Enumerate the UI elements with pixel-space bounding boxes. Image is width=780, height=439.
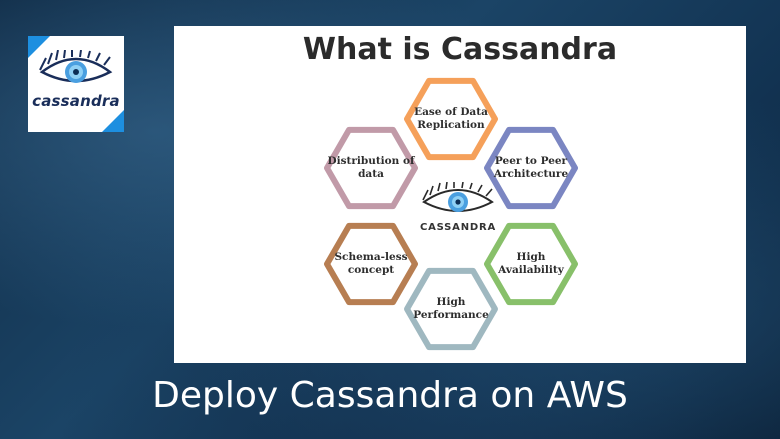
feature-label: Schema-less concept [334, 251, 408, 276]
feature-hexagon [404, 267, 498, 351]
feature-label: High Performance [413, 296, 489, 321]
feature-label: Ease of Data Replication [414, 106, 488, 131]
info-panel: What is Cassandra Ease of Data Replicati… [174, 26, 746, 363]
cassandra-eye-icon [39, 50, 113, 83]
logo-text: cassandra [32, 92, 120, 110]
cassandra-eye-icon [422, 182, 494, 212]
logo-corner-accent [102, 110, 124, 132]
feature-hexagon-diagram [324, 77, 578, 351]
feature-hexagon [404, 77, 498, 161]
feature-hexagon [324, 222, 418, 306]
cassandra-logo: cassandra [28, 36, 124, 132]
center-brand-label: CASSANDRA [419, 222, 497, 233]
logo-corner-accent [28, 36, 50, 58]
feature-label: Peer to Peer Architecture [493, 155, 569, 180]
feature-label: Distribution of data [327, 155, 415, 180]
panel-title: What is Cassandra [302, 32, 618, 67]
feature-hexagon [324, 126, 418, 210]
feature-hexagon [484, 126, 578, 210]
feature-label: High Availability [498, 251, 564, 276]
footer-title: Deploy Cassandra on AWS [152, 375, 628, 416]
feature-hexagon [484, 222, 578, 306]
